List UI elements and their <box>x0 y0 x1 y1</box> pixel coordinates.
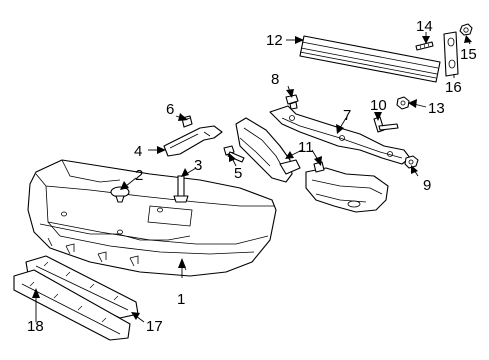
part-2-plug <box>110 186 130 203</box>
callout-12: 12 <box>266 32 283 49</box>
callout-17: 17 <box>146 318 163 335</box>
callout-14: 14 <box>416 18 433 35</box>
callout-15: 15 <box>460 46 477 63</box>
callout-6: 6 <box>166 101 174 118</box>
part-12-energy-absorber <box>299 35 441 83</box>
part-13-nut <box>396 96 410 110</box>
callout-10: 10 <box>370 97 387 114</box>
callout-18: 18 <box>27 318 44 335</box>
part-10-bolt <box>373 116 399 133</box>
callout-9: 9 <box>423 177 431 194</box>
callout-11: 11 <box>298 139 314 156</box>
callout-3: 3 <box>194 157 202 174</box>
callout-13: 13 <box>428 100 445 117</box>
part-16-bracket <box>443 31 459 77</box>
part-8-push-pin <box>285 94 299 110</box>
part-9-nut <box>404 155 419 169</box>
callout-8: 8 <box>271 71 279 88</box>
callout-1: 1 <box>177 291 185 308</box>
part-1-bumper-cover <box>27 159 277 277</box>
part-11-right-bracket <box>305 161 389 213</box>
callout-7: 7 <box>343 107 351 124</box>
part-4-side-bracket <box>163 125 223 157</box>
callout-labels: 1 2 3 4 5 6 7 8 9 10 11 12 13 14 15 16 1… <box>27 18 477 335</box>
part-11-left-bracket <box>235 117 301 183</box>
part-18-valance-strip <box>13 269 131 341</box>
leaders <box>32 32 472 323</box>
callout-16: 16 <box>445 79 462 96</box>
callout-2: 2 <box>135 167 143 184</box>
part-15-nut <box>459 23 473 36</box>
part-5-screw <box>223 145 245 163</box>
part-14-stud <box>415 41 434 51</box>
callout-4: 4 <box>134 143 142 160</box>
callout-5: 5 <box>234 165 242 182</box>
